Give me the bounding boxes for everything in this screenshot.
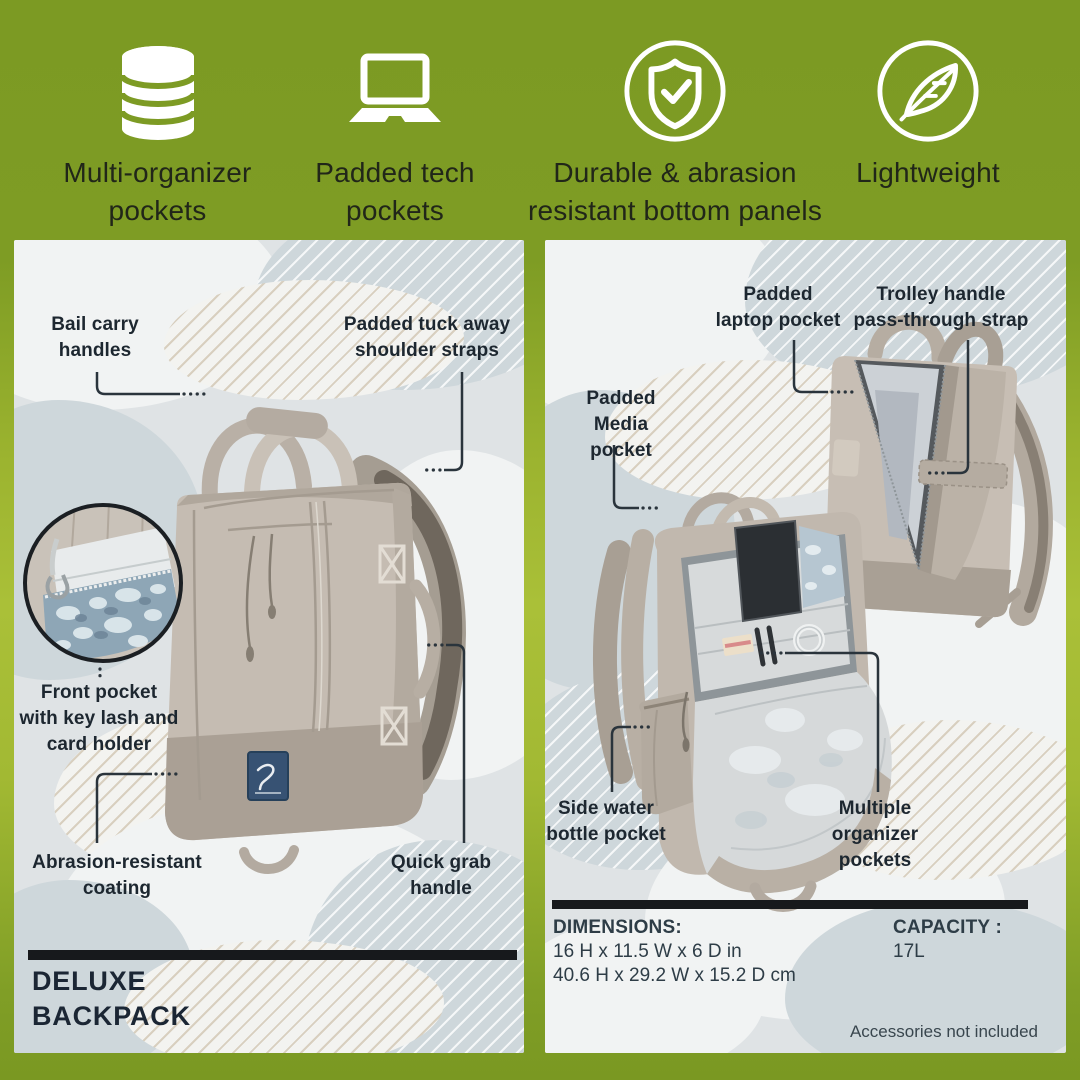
feature-label: Padded tech pockets	[315, 157, 475, 226]
left-panel: Bail carry handles Padded tuck away shou…	[14, 240, 524, 1053]
dimensions-inches: 16 H x 11.5 W x 6 D in	[553, 941, 742, 962]
shield-check-icon	[505, 38, 845, 144]
capacity-block: CAPACITY : 17L	[893, 916, 1002, 964]
capacity-label: CAPACITY :	[893, 917, 1002, 938]
dimensions-label: DIMENSIONS:	[553, 917, 682, 938]
feature-label: Multi-organizer pockets	[63, 157, 252, 226]
callout-bail-handles: Bail carry handles	[51, 314, 139, 361]
callout-trolley-strap: Trolley handle pass-through strap	[853, 284, 1029, 331]
callout-connectors	[610, 340, 970, 792]
feather-icon	[843, 38, 1013, 144]
pocket-detail-illustration	[23, 503, 183, 663]
callout-organizer-pockets: Multiple organizer pockets	[831, 798, 919, 871]
callout-media-pocket: Padded Media pocket	[586, 388, 656, 461]
backpack-open-view	[593, 492, 892, 912]
key-lash-carabiner	[45, 538, 70, 600]
camo-blob	[164, 280, 464, 400]
feature-lightweight: Lightweight	[843, 38, 1013, 192]
dimensions-block: DIMENSIONS: 16 H x 11.5 W x 6 D in 40.6 …	[553, 916, 796, 988]
divider-bar	[28, 950, 517, 960]
feature-multi-organizer: Multi-organizer pockets	[25, 38, 290, 230]
callout-grab-handle: Quick grab handle	[390, 852, 492, 899]
feature-label: Durable & abrasion resistant bottom pane…	[527, 157, 823, 226]
disclaimer: Accessories not included	[849, 1022, 1038, 1041]
callout-connectors	[95, 372, 466, 843]
callout-front-pocket: Front pocket with key lash and card hold…	[19, 682, 179, 755]
brand-patch	[247, 751, 289, 801]
features-row: Multi-organizer pockets Padded tech pock…	[0, 0, 1080, 240]
feature-label: Lightweight	[856, 157, 1000, 188]
organizer-stack-icon	[25, 38, 290, 144]
product-title: DELUXE BACKPACK	[32, 966, 191, 1031]
capacity-value: 17L	[893, 941, 925, 962]
front-pocket-inset	[21, 501, 185, 665]
divider-bar	[552, 900, 1028, 909]
backpack-open-illustrations	[593, 314, 1053, 912]
callout-laptop-pocket: Padded laptop pocket	[715, 284, 841, 331]
callout-abrasion-coating: Abrasion-resistant coating	[32, 852, 202, 899]
dimensions-cm: 40.6 H x 29.2 W x 15.2 D cm	[553, 965, 796, 986]
right-panel: Padded laptop pocket Trolley handle pass…	[545, 240, 1066, 1053]
feature-padded-tech: Padded tech pockets	[292, 38, 498, 230]
callout-shoulder-straps: Padded tuck away shoulder straps	[343, 314, 511, 361]
feature-durable: Durable & abrasion resistant bottom pane…	[505, 38, 845, 230]
backpack-front-illustration	[165, 407, 466, 874]
laptop-icon	[292, 38, 498, 144]
callout-bottle-pocket: Side water bottle pocket	[546, 798, 666, 845]
